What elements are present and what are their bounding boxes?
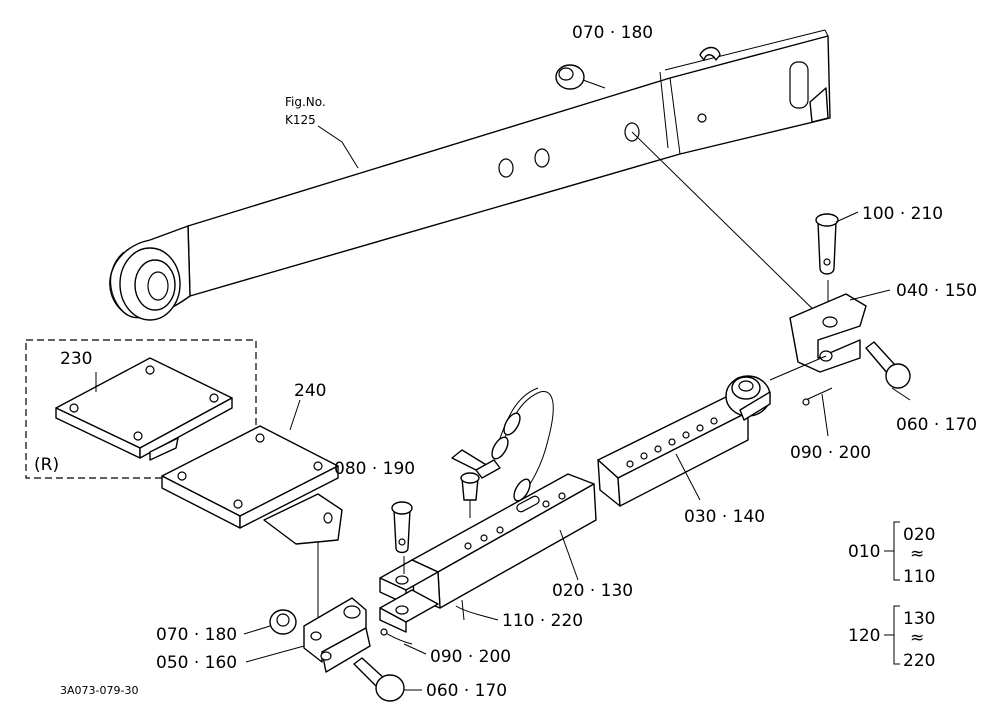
- label-100-210: 100 · 210: [862, 204, 943, 224]
- plate-230: [55, 357, 233, 461]
- label-040-150: 040 · 150: [896, 281, 977, 301]
- adjuster-030-140: [597, 355, 827, 507]
- collar-070-180-bottom: [243, 609, 297, 635]
- legend-110: 110: [903, 567, 935, 587]
- label-090-200-right: 090 · 200: [790, 443, 871, 463]
- fig-leader: [317, 125, 359, 169]
- label-080-190: 080 · 190: [334, 459, 415, 479]
- bracket-040-150: [789, 289, 891, 373]
- legend-130: 130: [903, 609, 935, 629]
- clevis-050-160: [245, 597, 371, 673]
- split-pin-090-200-bottom: [380, 628, 427, 655]
- label-070-180-bottom: 070 · 180: [156, 625, 237, 645]
- label-fig-no: Fig.No.: [285, 95, 326, 109]
- legend-020: 020: [903, 525, 935, 545]
- pin-110-220: [455, 599, 499, 621]
- drawing-code: 3A073-079-30: [60, 684, 138, 697]
- label-k125: K125: [285, 113, 316, 127]
- range-bracket-010: [884, 521, 900, 581]
- legend-010: 010: [848, 542, 880, 562]
- pin-100-210: [815, 211, 859, 275]
- range-bracket-120: [884, 605, 900, 665]
- legend-tilde-1: ≈: [910, 544, 924, 564]
- label-060-170-bottom: 060 · 170: [426, 681, 507, 701]
- label-r: (R): [34, 455, 59, 475]
- label-110-220: 110 · 220: [502, 611, 583, 631]
- bolt-060-170-right: [865, 341, 911, 401]
- pin-080-190: [391, 501, 413, 574]
- align-line-arm-bracket: [631, 131, 827, 323]
- label-060-170-right: 060 · 170: [896, 415, 977, 435]
- label-090-200-bottom: 090 · 200: [430, 647, 511, 667]
- legend-220: 220: [903, 651, 935, 671]
- label-230: 230: [60, 349, 92, 369]
- collar-070-180-top: [555, 64, 606, 90]
- label-030-140: 030 · 140: [684, 507, 765, 527]
- lower-link-arm: [109, 29, 831, 321]
- top-link-020-130: [379, 473, 597, 633]
- label-240: 240: [294, 381, 326, 401]
- legend-120: 120: [848, 626, 880, 646]
- chain-and-handle-pin: [451, 387, 554, 518]
- split-pin-090-200-right: [802, 387, 833, 437]
- label-070-180-top: 070 · 180: [572, 23, 653, 43]
- legend-tilde-2: ≈: [910, 628, 924, 648]
- bolt-060-170-bottom: [353, 657, 422, 702]
- label-050-160: 050 · 160: [156, 653, 237, 673]
- plate-240: [161, 399, 343, 545]
- label-020-130: 020 · 130: [552, 581, 633, 601]
- option-box-r: [25, 339, 257, 479]
